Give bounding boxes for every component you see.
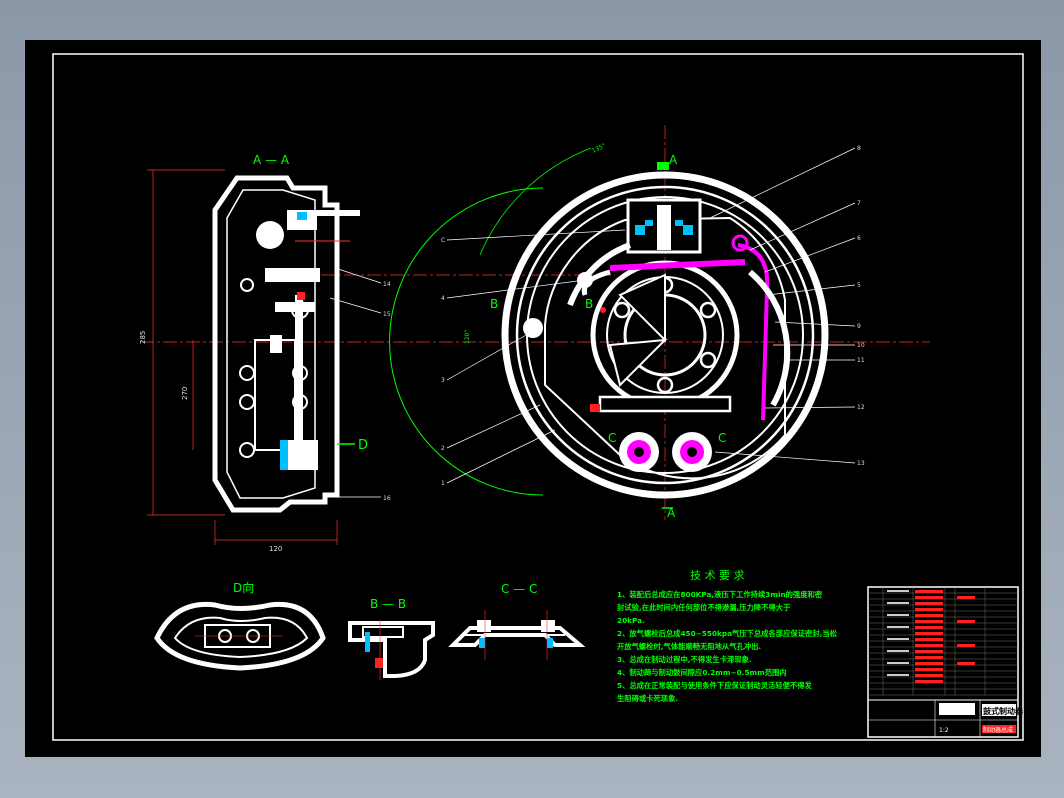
dim-width: 120 <box>269 545 282 553</box>
callout-13: 13 <box>857 460 865 467</box>
callout-8: 8 <box>857 145 861 152</box>
marker-c-left: C <box>608 431 616 445</box>
callout-11: 11 <box>857 357 865 364</box>
callout-15: 15 <box>383 311 391 318</box>
dim-overall-height: 285 <box>139 331 147 344</box>
callout-c: C <box>441 237 445 244</box>
tech-line-4: 2、放气螺栓后总成450~550kpa气压下总成各部应保证密封,当松 <box>617 629 838 638</box>
callout-5: 5 <box>857 282 861 289</box>
dim-lower-height: 270 <box>181 387 189 400</box>
view-d <box>154 601 326 671</box>
callout-3: 3 <box>441 377 445 384</box>
tech-line-6: 3、总成在制动过程中,不得发生卡滞现象. <box>617 655 752 664</box>
tech-line-3: 20kPa. <box>617 616 645 625</box>
dim-angle-side: 120° <box>464 330 471 344</box>
callout-1: 1 <box>441 480 445 487</box>
technical-requirements: 技 术 要 求 1、装配后总成应在800KPa,液压下工作持续3min的强度和密… <box>617 569 838 703</box>
cad-drawing: 285 270 120 14 15 16 D A — A 120° 135° <box>52 53 1024 741</box>
marker-b-left: B <box>490 297 498 311</box>
title-section-bb: B — B <box>370 597 406 611</box>
callout-16: 16 <box>383 495 391 502</box>
tech-line-8: 5、总成在正常装配与使用条件下应保证制动灵活轻便不得发 <box>617 681 812 690</box>
section-view-cc <box>448 610 586 660</box>
title-view-d: D向 <box>233 580 254 595</box>
callout-2: 2 <box>441 445 445 452</box>
title-block-scale: 1:2 <box>939 727 949 734</box>
front-view-brake: 120° 135° <box>389 142 865 520</box>
tech-line-9: 生阻碍或卡死现象. <box>617 694 678 703</box>
callout-12: 12 <box>857 404 865 411</box>
callout-14: 14 <box>383 281 391 288</box>
callout-6: 6 <box>857 235 861 242</box>
tech-line-5: 开放气螺栓时,气体能顺畅无阻地从气孔冲出. <box>617 642 761 651</box>
title-block-label: 制动器总成 <box>983 726 1013 734</box>
marker-d: D <box>358 438 368 453</box>
section-view-aa: 285 270 120 14 15 16 D <box>139 169 391 553</box>
marker-b-right: B <box>585 297 593 311</box>
callout-10: 10 <box>857 342 865 349</box>
callout-4: 4 <box>441 295 445 302</box>
title-block: 鼓式制动器 制动器总成 1:2 <box>867 586 1024 738</box>
section-view-bb <box>348 620 435 680</box>
title-section-aa: A — A <box>253 153 290 167</box>
marker-a-bottom: A <box>667 506 676 520</box>
callout-9: 9 <box>857 323 861 330</box>
tech-line-7: 4、制动蹄与制动鼓间隙应0.2mm~0.5mm范围内 <box>617 668 787 677</box>
title-section-cc: C — C <box>501 582 537 596</box>
title-block-name: 鼓式制动器 <box>983 706 1024 716</box>
drawing-frame <box>52 53 1024 741</box>
tech-title: 技 术 要 求 <box>690 569 745 582</box>
tech-line-1: 1、装配后总成应在800KPa,液压下工作持续3min的强度和密 <box>617 590 823 599</box>
drawing-canvas: 285 270 120 14 15 16 D A — A 120° 135° <box>25 40 1041 757</box>
marker-c-right: C <box>718 431 726 445</box>
marker-a-top: A <box>669 153 678 167</box>
dim-angle-top: 135° <box>591 142 607 154</box>
tech-line-2: 封试验,在此时间内任何部位不得渗漏,压力降不得大于 <box>617 603 791 612</box>
callout-7: 7 <box>857 200 861 207</box>
